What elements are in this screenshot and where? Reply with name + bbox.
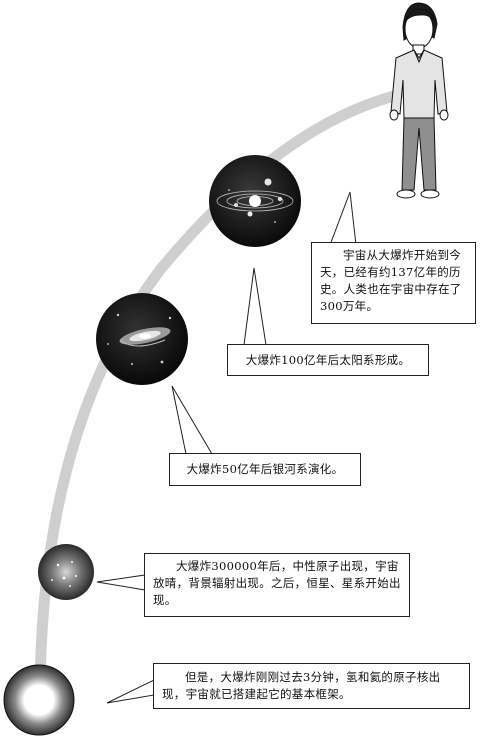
callout-neutral-atoms: 大爆炸300000年后，中性原子出现，宇宙放晴，背景辐射出现。之后，恒星、星系开… xyxy=(144,553,410,617)
callout-galaxy: 大爆炸50亿年后银河系演化。 xyxy=(169,453,361,486)
solar-system-sphere xyxy=(209,155,301,247)
callout-atomic-nuclei: 但是，大爆炸刚刚过去3分钟，氢和氦的原子核出现，宇宙就已搭建起它的基本框架。 xyxy=(153,663,470,709)
callout-solar-system: 大爆炸100亿年后太阳系形成。 xyxy=(227,344,429,376)
atoms-sphere xyxy=(38,544,94,600)
nuclei-sphere xyxy=(3,664,75,736)
callout-pointers xyxy=(96,191,357,704)
callout-human-history: 宇宙从大爆炸开始到今天，已经有约137亿年的历史。人类也在宇宙中存在了300万年… xyxy=(311,242,476,324)
person-illustration xyxy=(389,2,449,199)
galaxy-sphere xyxy=(96,293,188,385)
